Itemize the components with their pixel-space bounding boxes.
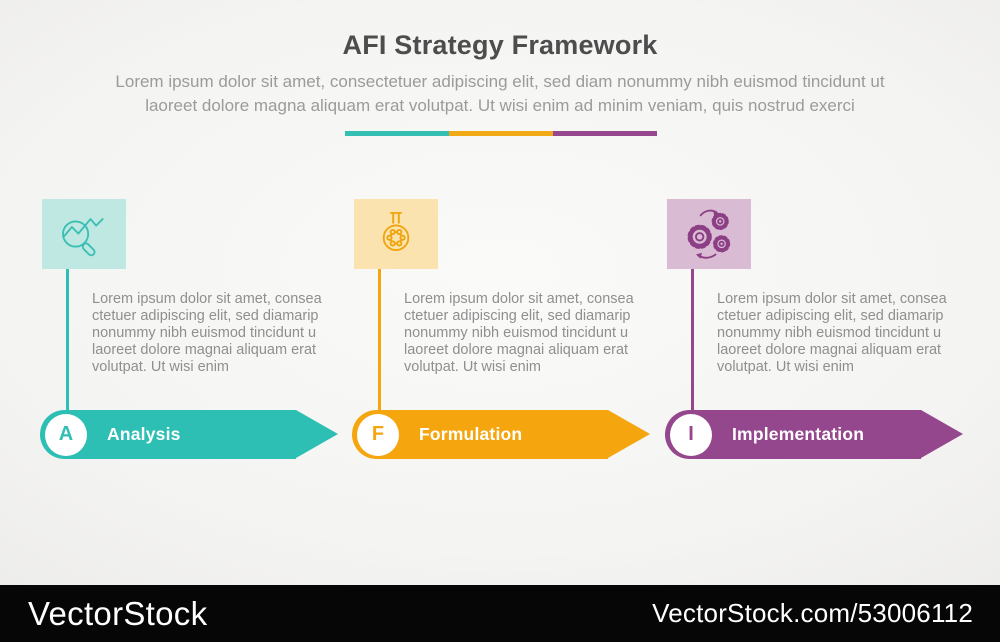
flask-icon (382, 212, 410, 251)
formulation-label: Formulation (419, 424, 523, 444)
analysis-line: nonummy nibh euismod tincidunt u (92, 325, 317, 341)
page-title: AFI Strategy Framework (342, 30, 658, 60)
implementation-line: laoreet dolore magnai aliquam erat (717, 342, 942, 358)
analysis-line: laoreet dolore magnai aliquam erat (92, 342, 317, 358)
formulation-line: nonummy nibh euismod tincidunt u (404, 325, 629, 341)
column-implementation: Lorem ipsum dolor sit amet, consea ctetu… (625, 0, 963, 585)
divider-segment-purple (553, 131, 657, 136)
formulation-line: volutpat. Ut wisi enim (404, 359, 541, 375)
gears-icon (687, 209, 731, 259)
formulation-line: Lorem ipsum dolor sit amet, consea (404, 291, 634, 307)
formulation-description: Lorem ipsum dolor sit amet, consea ctetu… (404, 291, 656, 376)
analysis-letter: A (58, 423, 74, 445)
analysis-description: Lorem ipsum dolor sit amet, consea ctetu… (92, 291, 344, 376)
divider-segment-yellow (449, 131, 553, 136)
formulation-connector-line (378, 269, 381, 412)
column-analysis: Lorem ipsum dolor sit amet, consea ctetu… (0, 0, 338, 585)
analysis-connector-line (66, 269, 69, 412)
formulation-icon-box (354, 199, 438, 269)
subtitle-line-2: laoreet dolore magna aliquam erat volutp… (145, 96, 855, 115)
vectorstock-credit: VectorStock.com/53006112 (652, 598, 973, 628)
implementation-line: nonummy nibh euismod tincidunt u (717, 325, 942, 341)
implementation-line: ctetuer adipiscing elit, sed diamarip (717, 308, 944, 324)
implementation-label: Implementation (732, 424, 865, 444)
formulation-line: ctetuer adipiscing elit, sed diamarip (404, 308, 631, 324)
implementation-letter-badge: I (670, 413, 712, 456)
subtitle-line-1: Lorem ipsum dolor sit amet, consectetuer… (115, 72, 885, 91)
implementation-banner-arrowhead (921, 410, 963, 458)
formulation-banner-arrowhead (608, 410, 650, 458)
watermark-bar: VectorStock VectorStock.com/53006112 (0, 585, 1000, 642)
page-subtitle: Lorem ipsum dolor sit amet, consectetuer… (70, 70, 930, 118)
implementation-line: Lorem ipsum dolor sit amet, consea (717, 291, 947, 307)
tricolor-divider (345, 131, 657, 136)
analysis-line: volutpat. Ut wisi enim (92, 359, 229, 375)
formulation-letter: F (371, 423, 385, 445)
divider-segment-teal (345, 131, 449, 136)
formulation-line: laoreet dolore magnai aliquam erat (404, 342, 629, 358)
analysis-line: Lorem ipsum dolor sit amet, consea (92, 291, 322, 307)
implementation-line: volutpat. Ut wisi enim (717, 359, 854, 375)
analysis-banner-arrowhead (296, 410, 338, 458)
formulation-letter-badge: F (357, 413, 399, 456)
analysis-label: Analysis (107, 424, 181, 444)
analysis-letter-badge: A (45, 413, 87, 456)
implementation-letter: I (688, 423, 694, 445)
magnifier-chart-icon (62, 218, 104, 257)
vectorstock-logo: VectorStock (28, 594, 208, 632)
implementation-icon-box (667, 199, 751, 269)
implementation-description: Lorem ipsum dolor sit amet, consea ctetu… (717, 291, 969, 376)
analysis-icon-box (42, 199, 126, 269)
analysis-line: ctetuer adipiscing elit, sed diamarip (92, 308, 319, 324)
implementation-connector-line (691, 269, 694, 412)
column-formulation: Lorem ipsum dolor sit amet, consea ctetu… (312, 0, 650, 585)
